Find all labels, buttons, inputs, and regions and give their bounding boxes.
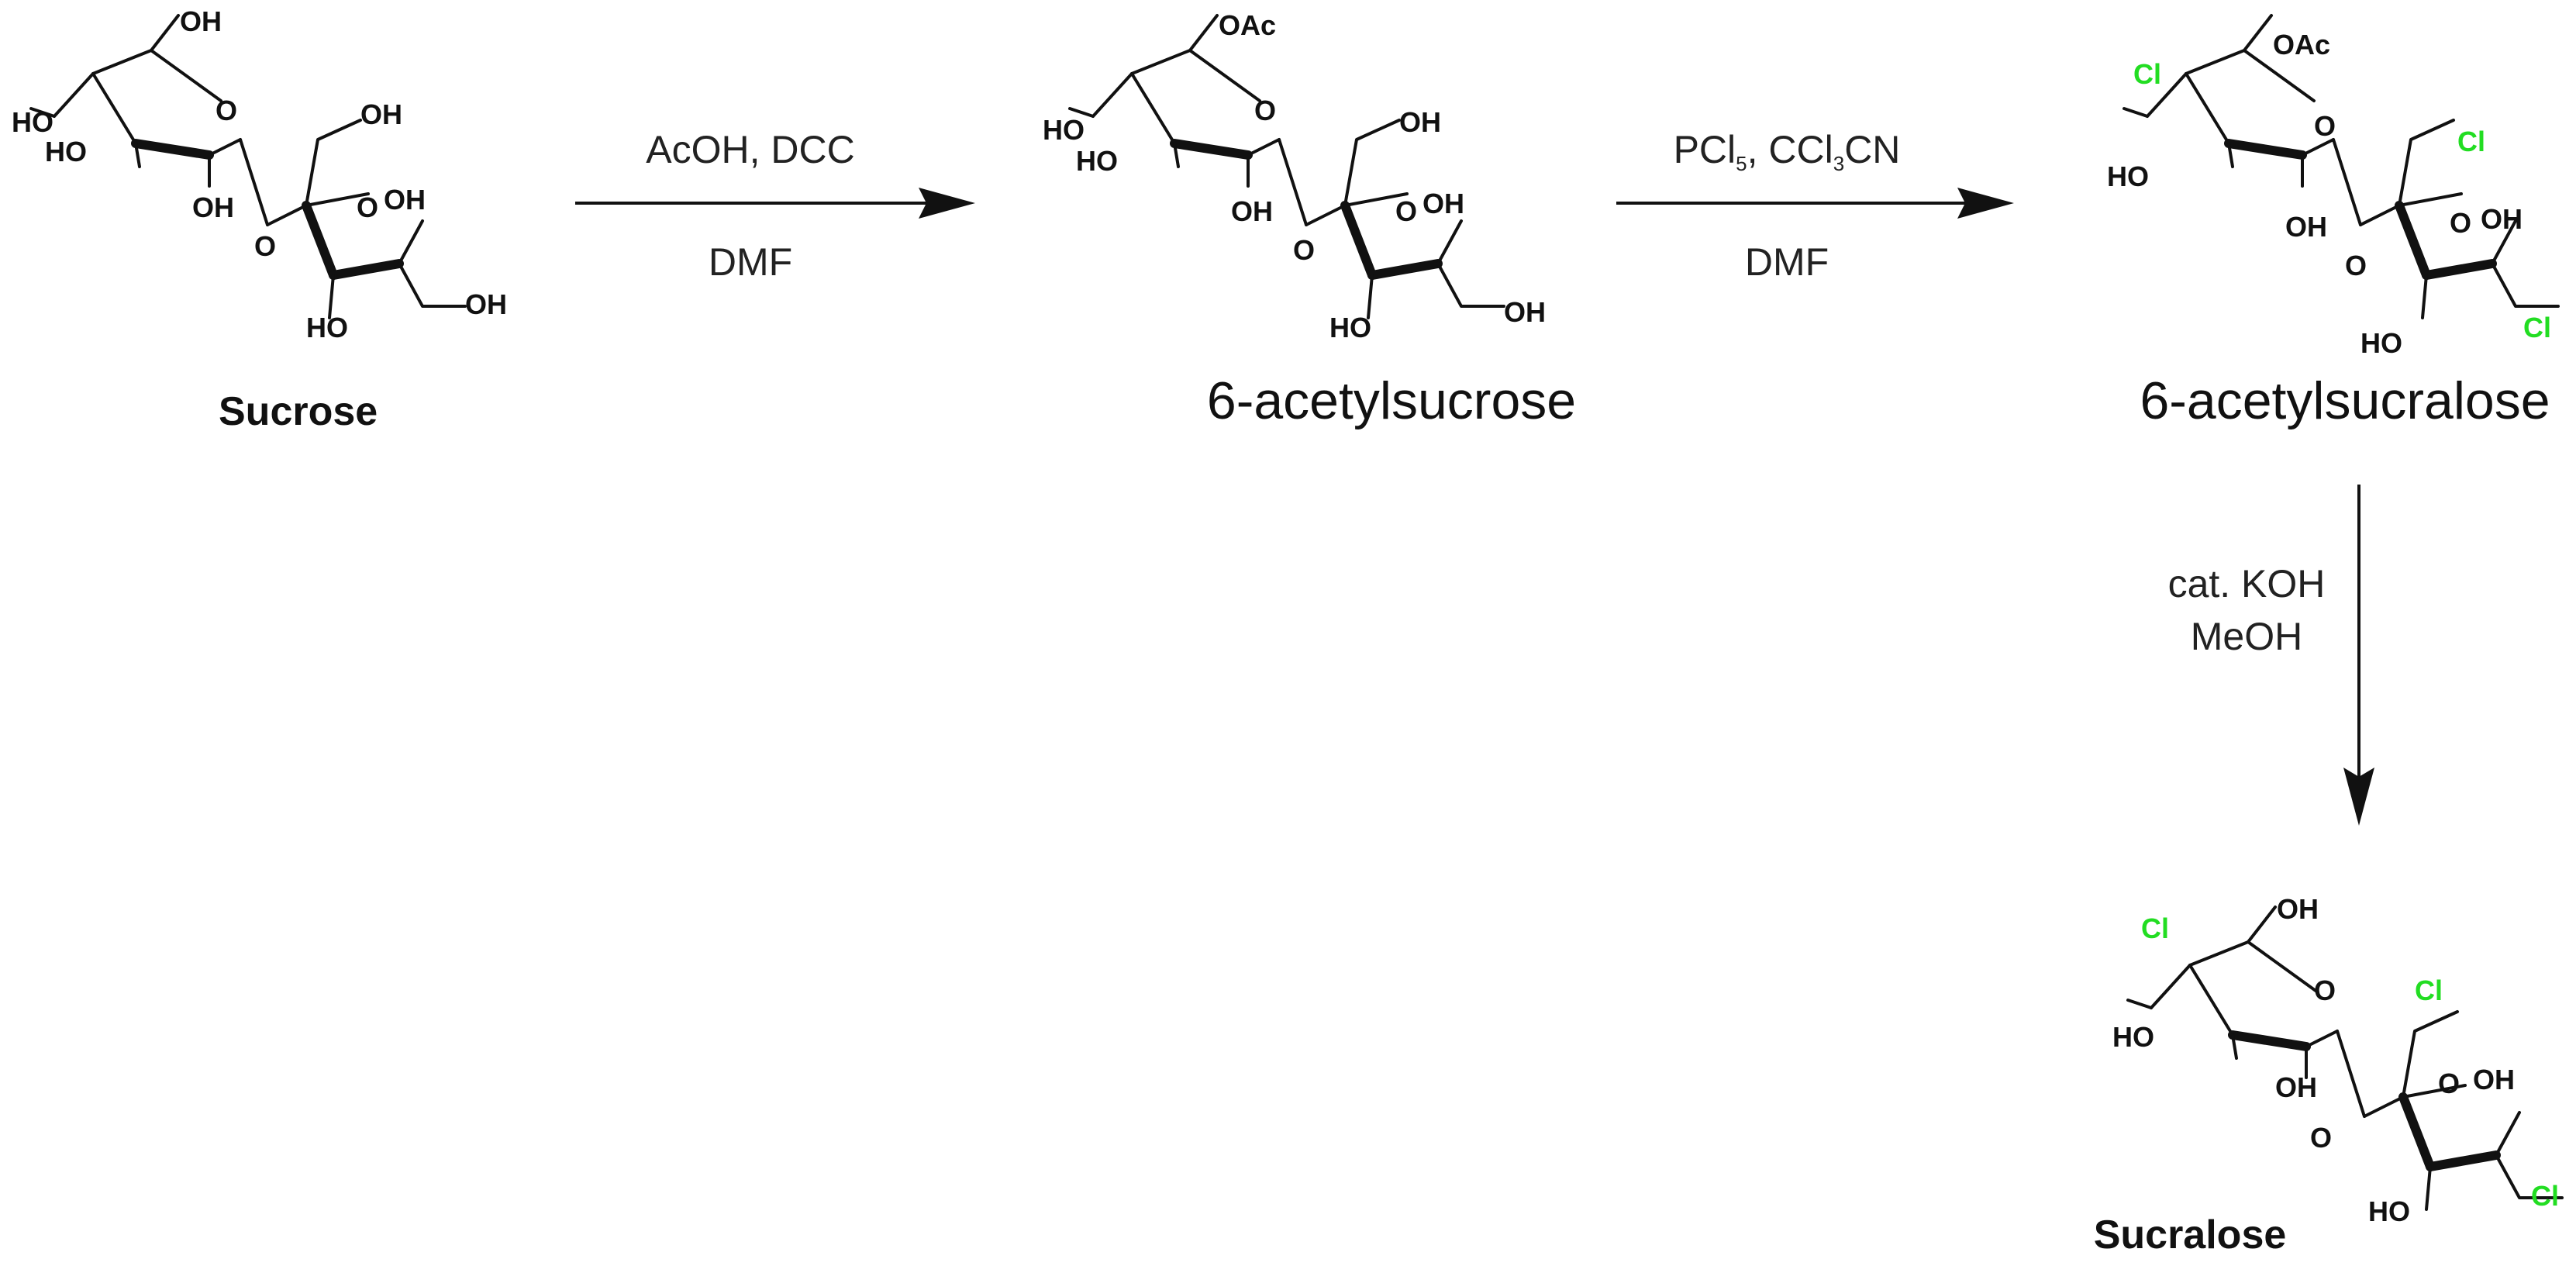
- reagents-step3-line2: MeOH: [2191, 615, 2302, 658]
- molecule-6-acetylsucrose: OAc O HO HO OH O OH O OH HO OH: [1043, 9, 1546, 343]
- atom-o: O: [2438, 1068, 2460, 1099]
- molecule-sucralose: Cl OH O HO OH O Cl O OH HO Cl: [2112, 893, 2562, 1227]
- atom-oh: OH: [2481, 203, 2523, 235]
- atom-oh: OH: [384, 184, 426, 216]
- atom-oh: OH: [1504, 296, 1546, 328]
- atom-oh: OH: [192, 191, 234, 223]
- atom-ho: HO: [1076, 145, 1118, 177]
- reaction-arrow-step2: [1616, 188, 2014, 219]
- compound-name-sucralose: Sucralose: [2094, 1213, 2287, 1257]
- reagents-step2-above: PCl5, CCl3CN: [1674, 128, 1901, 175]
- atom-cl: Cl: [2531, 1180, 2559, 1212]
- atom-cl: Cl: [2457, 126, 2485, 157]
- atom-o: O: [216, 95, 237, 126]
- atom-ho: HO: [306, 312, 348, 343]
- reagents-step3-line1: cat. KOH: [2168, 562, 2326, 605]
- compound-name-sucrose: Sucrose: [219, 389, 378, 434]
- atom-oh: OH: [180, 5, 222, 37]
- compound-name-6-acetylsucrose: 6-acetylsucrose: [1207, 371, 1576, 430]
- molecule-6-acetylsucralose: Cl OAc O HO OH O Cl O OH HO Cl: [2107, 16, 2558, 359]
- atom-oh: OH: [1231, 195, 1273, 227]
- reaction-arrow-step1: [575, 188, 975, 219]
- atom-ho: HO: [2107, 160, 2149, 192]
- atom-o: O: [1293, 234, 1315, 266]
- atom-oh: OH: [2285, 211, 2327, 243]
- atom-o: O: [357, 191, 378, 223]
- atom-cl: Cl: [2133, 58, 2161, 90]
- atom-o: O: [2345, 250, 2367, 281]
- atom-o: O: [1254, 95, 1276, 126]
- atom-oh: OH: [2277, 893, 2319, 925]
- atom-oh: OH: [465, 288, 507, 320]
- atom-ho: HO: [1043, 114, 1085, 146]
- atom-oac: OAc: [2273, 29, 2330, 60]
- molecule-sucrose: OH O HO HO OH O OH O OH HO OH Sucrose: [12, 5, 507, 434]
- atom-o: O: [254, 230, 276, 262]
- atom-oac: OAc: [1219, 9, 1276, 41]
- reagents-step1-below: DMF: [709, 240, 792, 284]
- atom-ho: HO: [1329, 312, 1371, 343]
- atom-o: O: [2310, 1122, 2332, 1154]
- atom-cl: Cl: [2523, 312, 2551, 343]
- atom-o: O: [2314, 975, 2336, 1006]
- atom-oh: OH: [1422, 188, 1464, 219]
- atom-ho: HO: [2360, 327, 2402, 359]
- atom-ho: HO: [45, 136, 87, 167]
- reaction-arrow-step3: [2343, 485, 2374, 826]
- atom-oh: OH: [2473, 1064, 2515, 1095]
- atom-ho: HO: [2112, 1021, 2154, 1053]
- atom-oh: OH: [360, 98, 402, 130]
- atom-oh: OH: [1399, 106, 1441, 138]
- atom-oh: OH: [2275, 1071, 2317, 1103]
- atom-cl: Cl: [2141, 912, 2169, 944]
- atom-o: O: [2314, 110, 2336, 142]
- atom-ho: HO: [2368, 1195, 2410, 1227]
- atom-o: O: [2450, 207, 2471, 239]
- atom-cl: Cl: [2415, 975, 2443, 1006]
- reagents-step1-above: AcOH, DCC: [646, 128, 854, 171]
- atom-o: O: [1395, 195, 1417, 227]
- reagents-step2-below: DMF: [1745, 240, 1829, 284]
- compound-name-6-acetylsucralose: 6-acetylsucralose: [2140, 371, 2550, 430]
- atom-ho: HO: [12, 106, 53, 138]
